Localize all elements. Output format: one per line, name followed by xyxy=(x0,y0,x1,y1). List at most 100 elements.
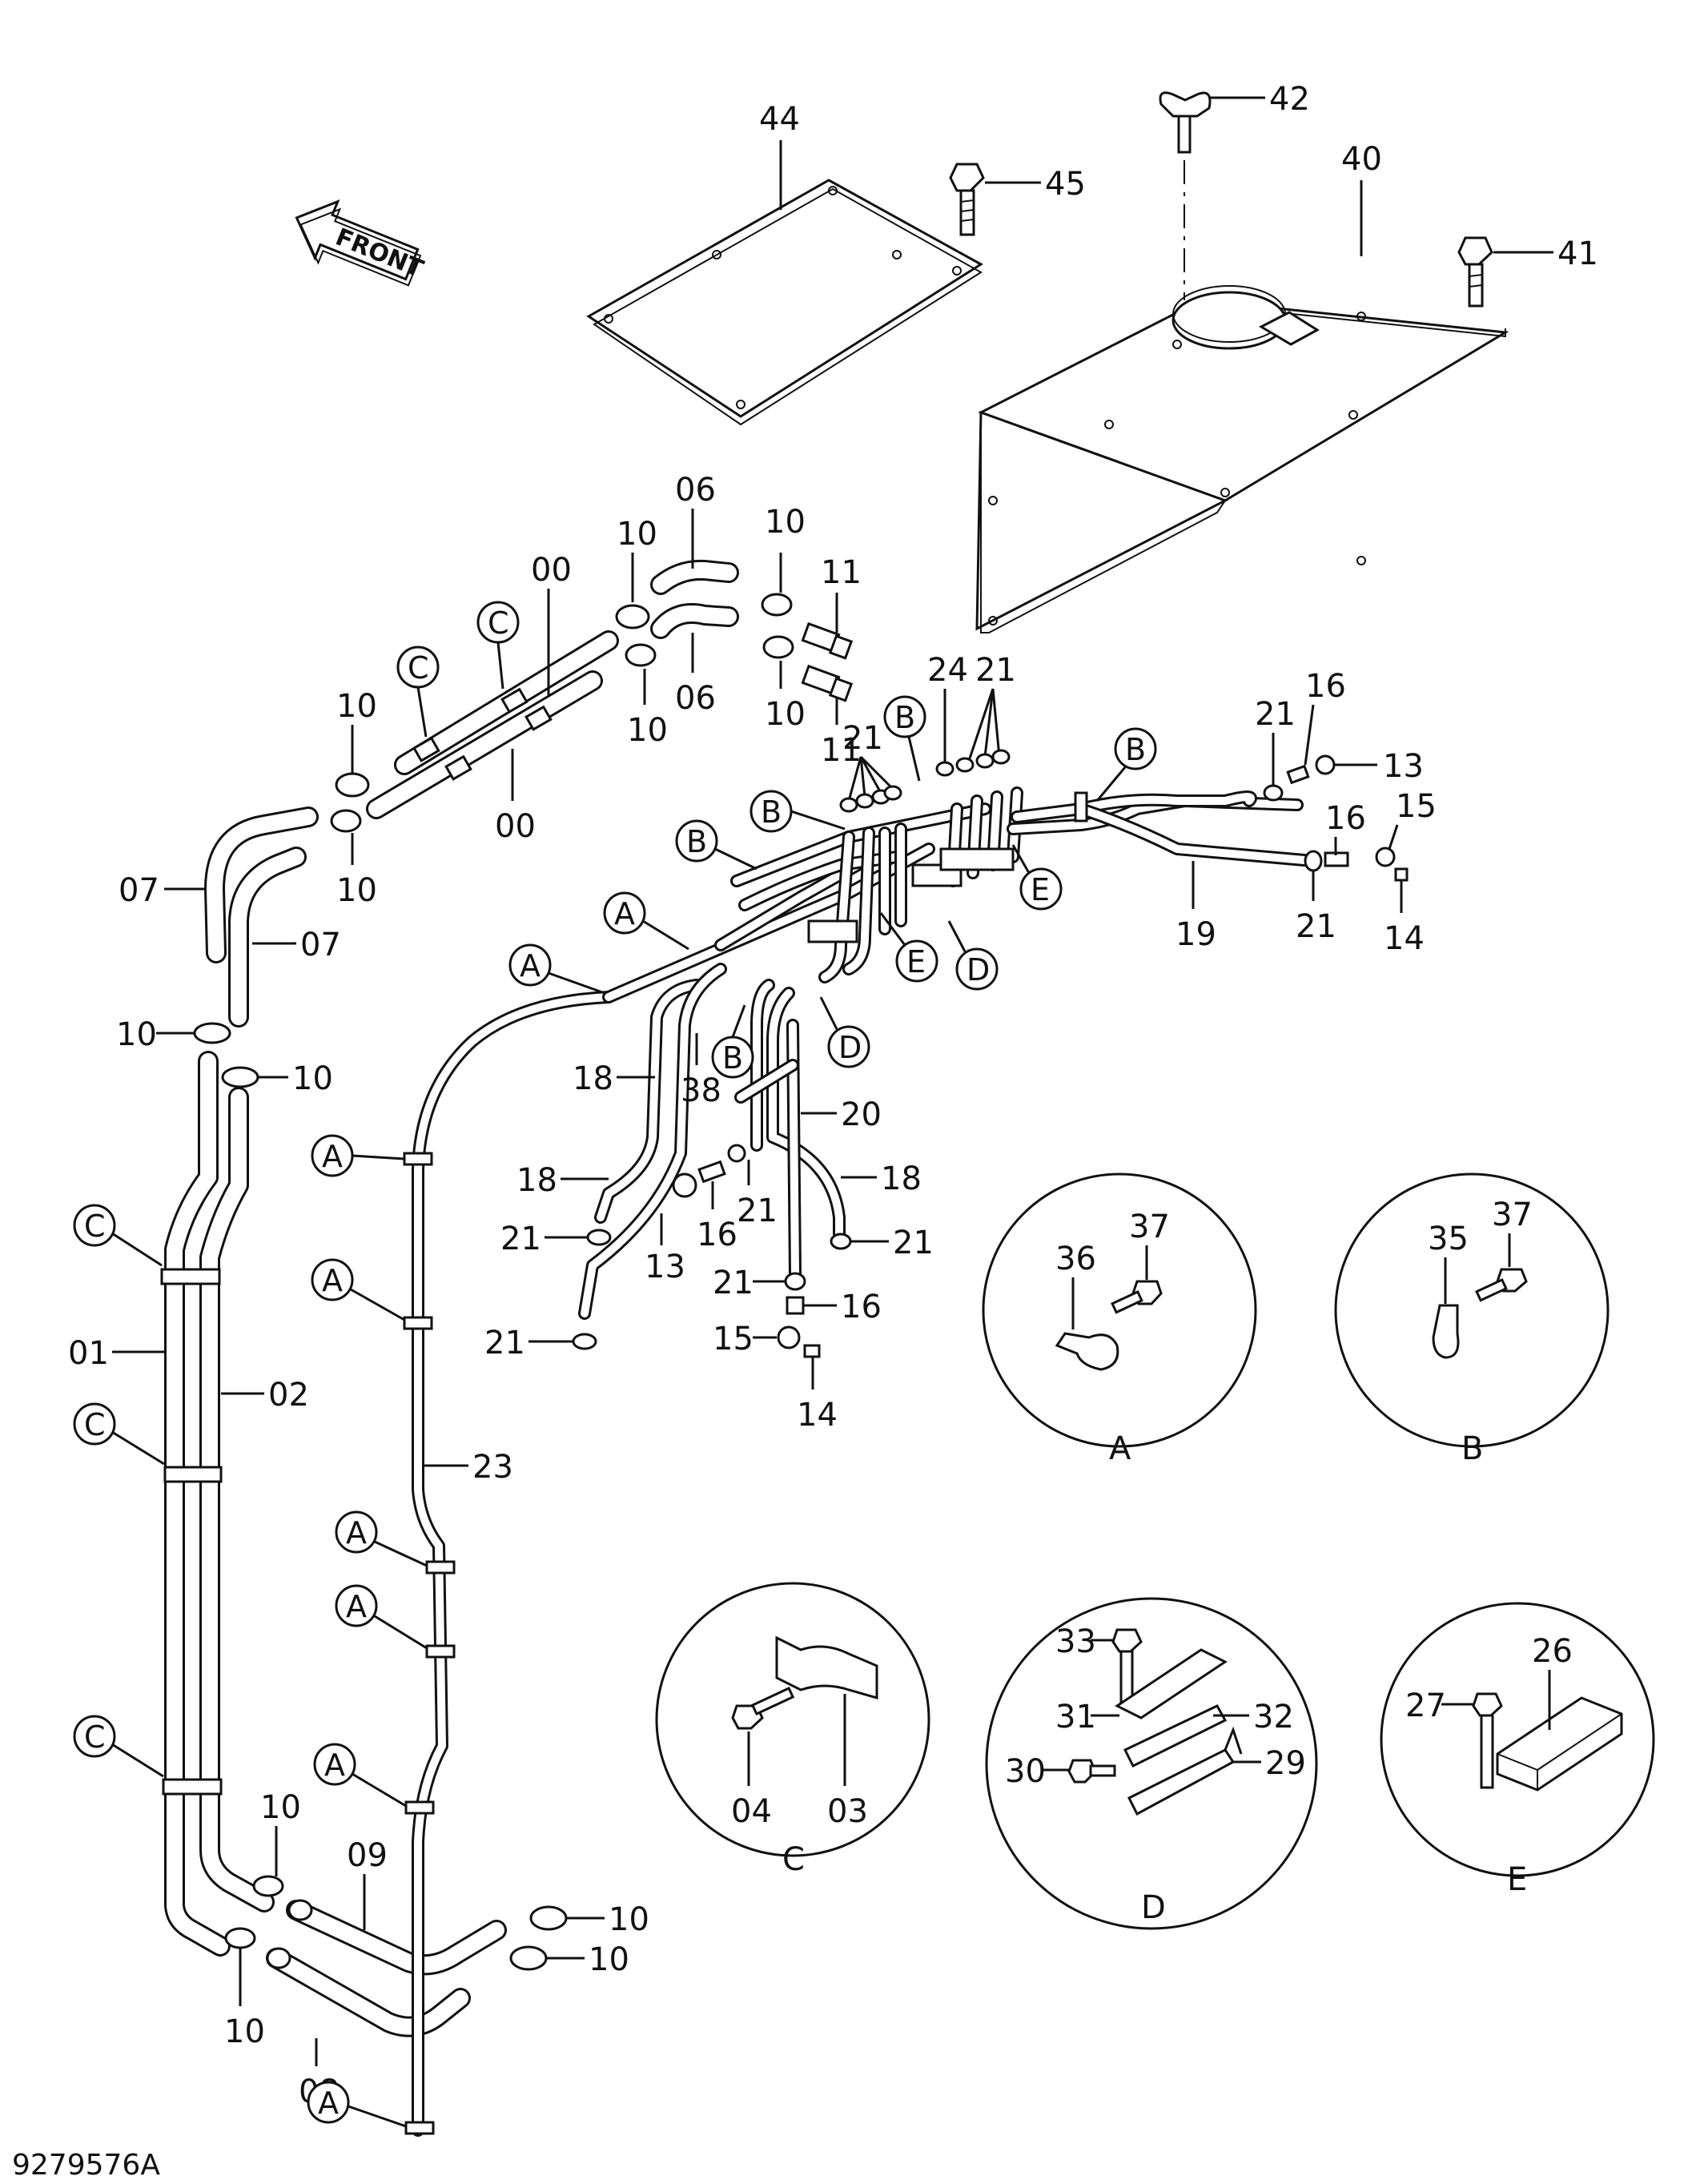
ref-b-4: B xyxy=(1125,732,1146,767)
label-00b: 00 xyxy=(495,808,536,845)
ref-b-5: B xyxy=(722,1040,743,1076)
label-21e: 21 xyxy=(737,1193,778,1229)
label-10l: 10 xyxy=(224,2013,265,2050)
label-13b: 13 xyxy=(645,1249,685,1285)
label-44: 44 xyxy=(759,101,800,138)
detail-d-label: D xyxy=(1141,1889,1166,1926)
ref-c-5: C xyxy=(84,1719,106,1755)
detail-e-part-26: 26 xyxy=(1532,1633,1573,1670)
label-06b: 06 xyxy=(675,680,716,717)
label-21d: 21 xyxy=(1296,908,1336,945)
ref-c-2: C xyxy=(488,605,509,641)
ref-a-4: A xyxy=(346,1589,367,1624)
label-18a: 18 xyxy=(573,1060,613,1097)
label-16a: 16 xyxy=(1305,668,1346,705)
front-label: FRONT xyxy=(332,223,428,284)
detail-c-part-03: 03 xyxy=(827,1793,868,1830)
ref-a-5: A xyxy=(324,1748,345,1783)
label-06a: 06 xyxy=(675,472,716,509)
label-07a: 07 xyxy=(119,872,159,909)
label-23: 23 xyxy=(472,1449,513,1486)
detail-d: 33 31 32 30 29 D xyxy=(985,1597,1318,1930)
cover-plate-44: 44 xyxy=(586,101,983,426)
detail-d-part-30: 30 xyxy=(1005,1753,1046,1790)
fittings-right: 21 16 13 16 15 21 14 xyxy=(1255,668,1437,957)
ref-a-7: A xyxy=(520,948,541,983)
ref-c-3: C xyxy=(84,1209,106,1244)
label-10i: 10 xyxy=(260,1789,301,1826)
ref-b-3: B xyxy=(686,824,707,859)
label-10c: 10 xyxy=(765,504,806,541)
fittings-center: 13 16 21 21 21 21 21 16 15 14 xyxy=(484,1144,934,1434)
label-10j: 10 xyxy=(609,1901,649,1938)
label-20: 20 xyxy=(841,1096,882,1133)
detail-c-part-04: 04 xyxy=(731,1793,772,1830)
label-10h: 10 xyxy=(292,1060,333,1097)
label-21b: 21 xyxy=(842,720,883,757)
label-16d: 16 xyxy=(841,1289,882,1325)
central-tube-bundle: 19 18 18 18 38 20 xyxy=(516,786,1320,1320)
label-10a: 10 xyxy=(617,516,657,553)
label-18b: 18 xyxy=(516,1162,557,1199)
label-10k: 10 xyxy=(589,1941,629,1978)
detail-e-part-27: 27 xyxy=(1405,1687,1446,1724)
detail-a-label: A xyxy=(1109,1430,1131,1467)
label-42: 42 xyxy=(1269,81,1310,118)
label-15a: 15 xyxy=(1396,788,1437,825)
clamps-10-mid: 10 10 xyxy=(116,1016,333,1097)
ref-c-1: C xyxy=(408,650,429,686)
detail-c-label: C xyxy=(782,1841,805,1878)
ref-d-2: D xyxy=(838,1030,862,1065)
label-24: 24 xyxy=(927,652,968,689)
label-02: 02 xyxy=(268,1377,309,1414)
label-18c: 18 xyxy=(881,1160,922,1197)
label-01: 01 xyxy=(68,1335,109,1372)
label-21h: 21 xyxy=(713,1265,754,1301)
label-21g: 21 xyxy=(484,1325,525,1361)
label-21a: 21 xyxy=(975,652,1016,689)
labels-top-manifold: 24 21 21 xyxy=(839,652,1016,813)
label-14b: 14 xyxy=(797,1397,838,1434)
detail-a: 36 37 A xyxy=(982,1172,1257,1467)
label-07b: 07 xyxy=(300,927,341,963)
detail-b-part-37: 37 xyxy=(1492,1197,1533,1233)
label-10b: 10 xyxy=(627,712,668,749)
label-45: 45 xyxy=(1045,166,1086,203)
detail-b: 35 37 B xyxy=(1334,1172,1610,1467)
label-41: 41 xyxy=(1557,235,1598,272)
label-14a: 14 xyxy=(1384,920,1425,957)
detail-d-part-32: 32 xyxy=(1253,1699,1294,1736)
drawing-number: 9279576A xyxy=(12,2149,160,2182)
wing-bolt-42: 42 xyxy=(1159,81,1310,300)
label-21f: 21 xyxy=(500,1221,541,1257)
label-09: 09 xyxy=(347,1837,388,1874)
ref-e-1: E xyxy=(906,944,926,979)
label-10g: 10 xyxy=(116,1016,157,1053)
ref-a-6: A xyxy=(318,2085,339,2121)
clamps-10-bottom: 10 10 10 10 xyxy=(224,1789,649,2050)
clamps-10-top: 10 10 10 10 xyxy=(615,504,806,749)
ref-b-1: B xyxy=(894,700,915,735)
detail-d-part-33: 33 xyxy=(1055,1623,1096,1660)
label-00a: 00 xyxy=(531,552,572,589)
bolt-45: 45 xyxy=(949,163,1086,236)
elbow-hoses-06: 06 06 xyxy=(650,472,739,717)
ref-callouts: C C C C C A A A A A A A A B B B B xyxy=(73,601,1157,2128)
fittings-11: 11 11 xyxy=(801,554,862,769)
ref-a-8: A xyxy=(614,896,635,931)
hoses-08-09: 09 08 xyxy=(266,1837,507,2110)
detail-d-part-31: 31 xyxy=(1055,1699,1096,1736)
ref-c-4: C xyxy=(84,1407,106,1442)
detail-b-part-35: 35 xyxy=(1428,1221,1469,1257)
detail-b-label: B xyxy=(1461,1430,1483,1467)
label-16c: 16 xyxy=(697,1217,737,1253)
label-21i: 21 xyxy=(893,1225,934,1261)
bolt-41: 41 xyxy=(1457,235,1598,308)
detail-a-part-36: 36 xyxy=(1055,1241,1096,1277)
ref-a-2: A xyxy=(322,1263,343,1298)
detail-a-part-37: 37 xyxy=(1129,1209,1170,1245)
label-10f: 10 xyxy=(336,872,377,909)
ref-d-1: D xyxy=(967,952,990,987)
label-40: 40 xyxy=(1341,141,1382,178)
